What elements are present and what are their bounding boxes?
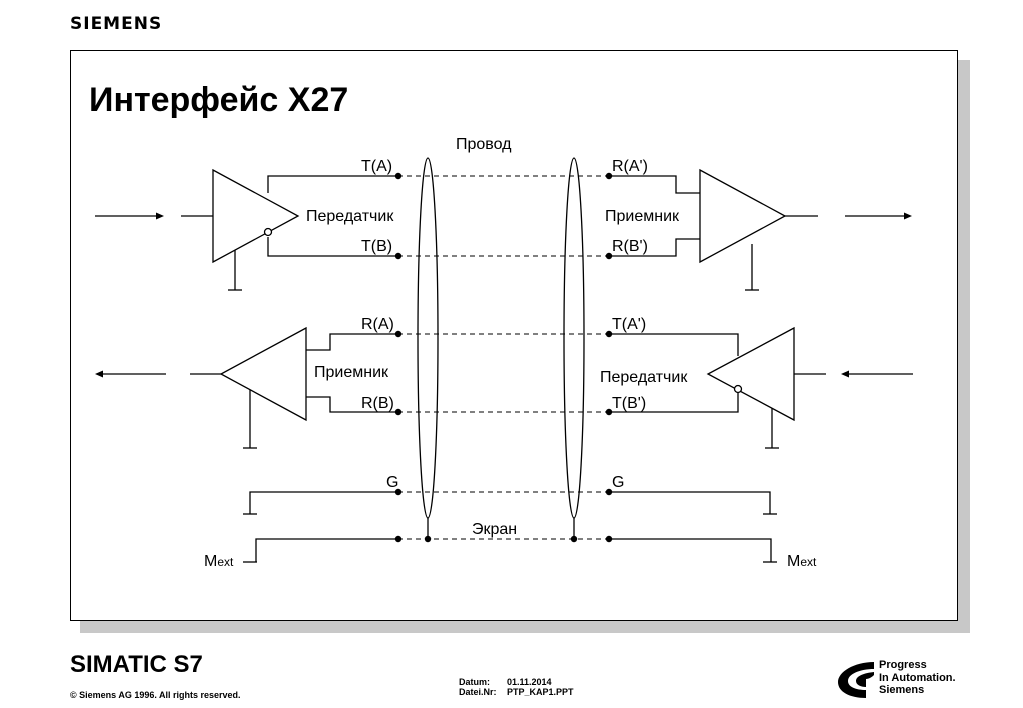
r-a-prime-label: R(A') xyxy=(612,158,648,175)
copyright-text: © Siemens AG 1996. All rights reserved. xyxy=(70,690,241,700)
g-line-left xyxy=(249,491,398,514)
inverter-bubble-left xyxy=(263,227,273,237)
product-name: SIMATIC S7 xyxy=(70,651,203,678)
slide-title: Интерфейс X27 xyxy=(89,81,349,119)
terminal-dot xyxy=(394,408,402,416)
t-b-prime-label: T(B') xyxy=(612,395,646,412)
g-line-right xyxy=(609,491,771,514)
terminal-dot xyxy=(605,172,613,180)
transmitter-left-triangle xyxy=(212,168,300,264)
m-ext-right-main: M xyxy=(787,553,800,570)
receiver-left-label: Приемник xyxy=(314,364,389,381)
r-b-line xyxy=(306,396,398,413)
siemens-brand-logo: SIEMENS xyxy=(70,14,163,34)
terminal-dot xyxy=(605,330,613,338)
t-a-line xyxy=(267,175,398,193)
screen-junction-dot xyxy=(424,535,432,543)
logo-line: Progress xyxy=(879,659,927,671)
transmitter-left-label: Передатчик xyxy=(306,208,394,225)
m-ext-left-sub: ext xyxy=(217,555,234,569)
t-a-label: T(A) xyxy=(361,158,392,175)
screen-junction-dot xyxy=(570,535,578,543)
terminal-dot xyxy=(605,252,613,260)
r-a-prime-line xyxy=(609,175,700,194)
file-label: Datei.Nr: xyxy=(459,687,497,697)
transmitter-right-triangle xyxy=(706,326,795,422)
m-ext-right-label: Mext xyxy=(787,553,817,570)
m-ext-left-main: M xyxy=(204,553,217,570)
date-label: Datum: xyxy=(459,677,490,687)
t-b-label: T(B) xyxy=(361,238,392,255)
mext-line-left xyxy=(255,538,398,562)
terminal-dot xyxy=(394,172,402,180)
terminal-dot xyxy=(605,488,613,496)
date-value: 01.11.2014 xyxy=(507,677,552,687)
r-b-prime-line xyxy=(609,238,700,257)
terminal-dot xyxy=(394,535,402,543)
file-value: PTP_KAP1.PPT xyxy=(507,687,574,697)
r-b-prime-label: R(B') xyxy=(612,238,648,255)
receiver-left-triangle xyxy=(219,326,307,422)
screen-label: Экран xyxy=(472,521,517,538)
t-b-prime-line xyxy=(609,393,739,413)
progress-logo-icon xyxy=(838,662,874,698)
inverter-bubble-right xyxy=(733,384,743,394)
t-a-prime-label: T(A') xyxy=(612,316,646,333)
m-ext-right-sub: ext xyxy=(800,555,817,569)
receiver-right-label: Приемник xyxy=(605,208,680,225)
terminal-dot xyxy=(394,488,402,496)
terminal-dot xyxy=(605,408,613,416)
m-ext-left-label: Mext xyxy=(204,553,234,570)
g-right-label: G xyxy=(612,474,624,491)
progress-logo-text: Progress In Automation. Siemens xyxy=(879,659,956,697)
g-left-label: G xyxy=(386,474,398,491)
r-a-label: R(A) xyxy=(361,316,394,333)
logo-line: Siemens xyxy=(879,684,925,696)
wire-label: Провод xyxy=(456,136,512,153)
cable-sheath-right xyxy=(563,157,585,519)
receiver-right-triangle xyxy=(699,168,787,264)
cable-sheath-left xyxy=(417,157,439,519)
t-b-line xyxy=(267,237,398,257)
r-b-label: R(B) xyxy=(361,395,394,412)
t-a-prime-line xyxy=(609,333,739,356)
terminal-dot xyxy=(394,330,402,338)
slide-frame: Интерфейс X27 xyxy=(70,50,958,621)
document-meta: Datum: 01.11.2014 Datei.Nr: PTP_KAP1.PPT xyxy=(459,677,574,697)
terminal-dot xyxy=(605,535,613,543)
terminal-dot xyxy=(394,252,402,260)
logo-line: In Automation. xyxy=(879,671,956,684)
r-a-line xyxy=(306,333,398,351)
mext-line-right xyxy=(609,538,772,562)
transmitter-right-label: Передатчик xyxy=(600,369,688,386)
